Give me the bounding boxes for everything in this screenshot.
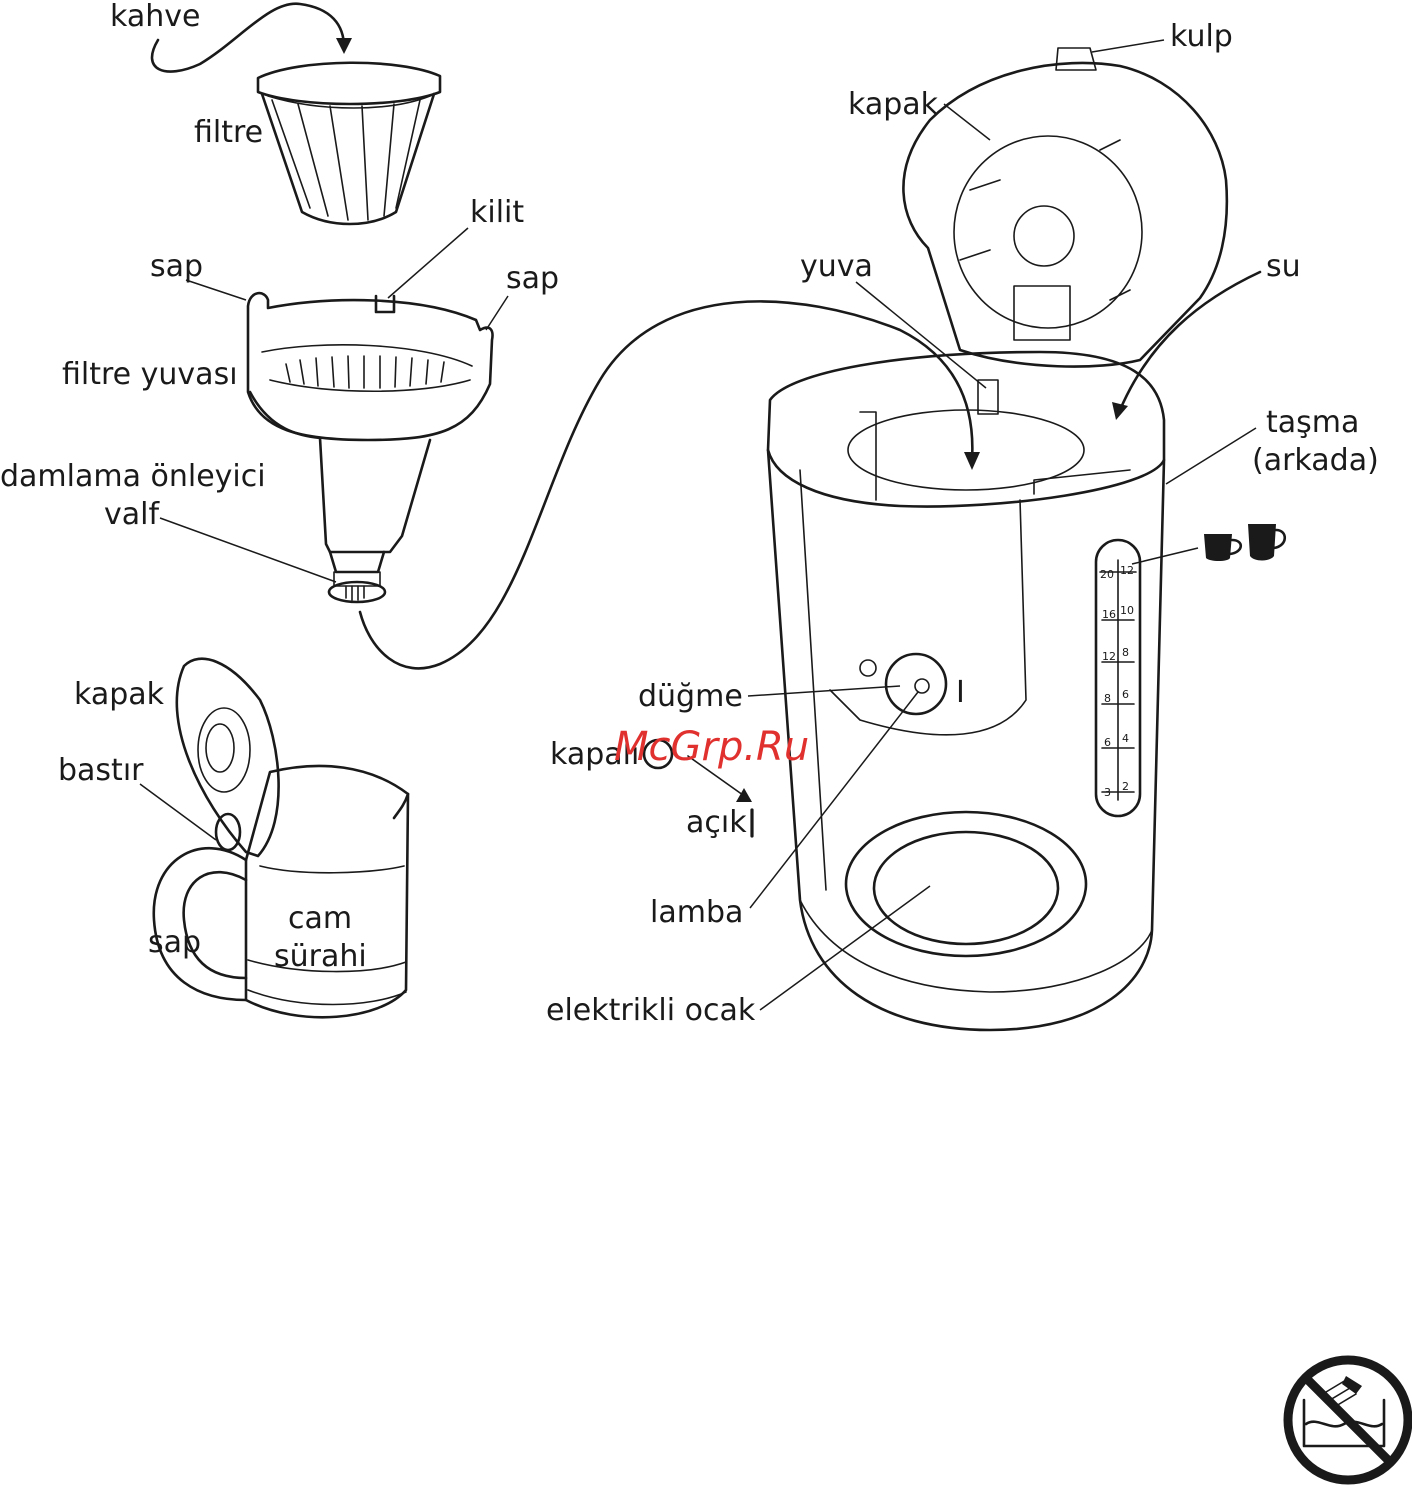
label-kulp: kulp <box>1170 19 1233 54</box>
no-immersion-icon <box>1288 1360 1408 1480</box>
watermark: McGrp.Ru <box>614 724 809 770</box>
label-sap-right: sap <box>506 261 559 296</box>
label-kahve: kahve <box>110 0 200 34</box>
water-arrowhead <box>1112 402 1128 420</box>
gauge-right-4: 4 <box>1122 732 1129 745</box>
valve-to-machine-curve <box>360 301 972 668</box>
label-tasma-2: (arkada) <box>1252 443 1379 478</box>
label-filtre: filtre <box>194 115 263 150</box>
gauge-left-2: 12 <box>1102 650 1116 663</box>
switch-on-mark: I <box>956 675 965 710</box>
filter-holder <box>248 293 493 602</box>
label-kapak-machine: kapak <box>848 87 939 122</box>
label-kilit: kilit <box>470 195 524 230</box>
gauge-left-5: 3 <box>1104 786 1111 799</box>
label-yuva: yuva <box>800 249 873 284</box>
coffee-machine: I 20 16 12 8 6 3 12 10 8 6 4 2 <box>768 48 1227 1030</box>
label-damlama-1: damlama önleyici <box>0 459 266 494</box>
label-cam: cam <box>288 901 352 936</box>
gauge-left-0: 20 <box>1100 568 1114 581</box>
label-dugme: düğme <box>638 679 743 714</box>
gauge-left-3: 8 <box>1104 692 1111 705</box>
label-elektrikli-ocak: elektrikli ocak <box>546 993 756 1028</box>
gauge-left-4: 6 <box>1104 736 1111 749</box>
label-filtre-yuvasi: filtre yuvası <box>62 357 238 392</box>
label-tasma-1: taşma <box>1266 405 1359 440</box>
gauge-left-1: 16 <box>1102 608 1116 621</box>
label-su: su <box>1266 249 1301 284</box>
label-kapak-carafe: kapak <box>74 677 165 712</box>
gauge-right-3: 6 <box>1122 688 1129 701</box>
label-lamba: lamba <box>650 895 743 930</box>
label-damlama-2: valf <box>104 497 160 532</box>
label-sap-carafe: sap <box>148 925 201 960</box>
coffee-filter <box>258 63 440 224</box>
gauge-right-5: 2 <box>1122 780 1129 793</box>
label-acik: açık <box>686 805 747 840</box>
gauge-right-0: 12 <box>1120 564 1134 577</box>
cup-size-icons <box>1204 524 1285 561</box>
label-surahi: sürahi <box>274 939 367 974</box>
label-bastir: bastır <box>58 753 144 788</box>
gauge-right-2: 8 <box>1122 646 1129 659</box>
label-sap-left: sap <box>150 249 203 284</box>
water-arrow <box>1120 272 1260 410</box>
switch-arrowhead <box>736 788 752 802</box>
gauge-right-1: 10 <box>1120 604 1134 617</box>
leader-lines <box>140 40 1256 1010</box>
valve-arrowhead <box>964 452 980 470</box>
coffee-arrowhead <box>336 38 352 54</box>
